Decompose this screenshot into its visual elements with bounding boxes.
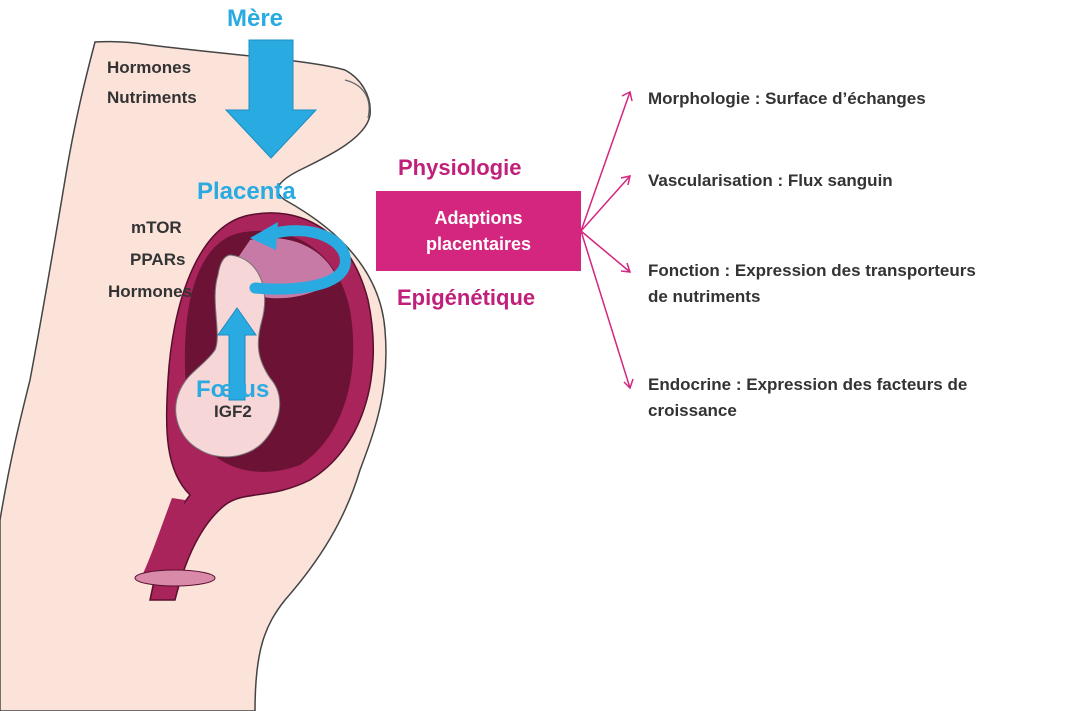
outcome-fonction-line2: de nutriments xyxy=(648,284,976,310)
mother-label: Mère xyxy=(227,5,283,33)
placenta-factor-mtor: mTOR xyxy=(131,217,182,238)
outcome-fonction: Fonction : Expression des transporteurs … xyxy=(648,258,976,310)
box-line-1: Adaptions xyxy=(435,205,523,231)
adaptions-placentaires-box: Adaptions placentaires xyxy=(376,191,581,271)
fetus-factor-igf2: IGF2 xyxy=(214,401,252,422)
mother-factor-hormones: Hormones xyxy=(107,57,191,78)
placenta-factor-hormones: Hormones xyxy=(108,281,192,302)
outcome-endocrine-line2: croissance xyxy=(648,398,967,424)
box-line-2: placentaires xyxy=(426,231,531,257)
outcome-vascularisation-line1: Vascularisation : Flux sanguin xyxy=(648,168,893,194)
outcome-endocrine-line1: Endocrine : Expression des facteurs de xyxy=(648,372,967,398)
outcome-arrows xyxy=(581,92,633,388)
placenta-label: Placenta xyxy=(197,178,296,206)
epigenetique-label: Epigénétique xyxy=(397,285,535,311)
outcome-morphologie-line1: Morphologie : Surface d’échanges xyxy=(648,86,926,112)
outcome-vascularisation: Vascularisation : Flux sanguin xyxy=(648,168,893,194)
vaginal-opening xyxy=(135,570,215,586)
fetus-label: Fœtus xyxy=(196,376,269,404)
mother-factor-nutriments: Nutriments xyxy=(107,87,197,108)
outcome-fonction-line1: Fonction : Expression des transporteurs xyxy=(648,258,976,284)
physiologie-label: Physiologie xyxy=(398,155,521,181)
outcome-endocrine: Endocrine : Expression des facteurs de c… xyxy=(648,372,967,424)
outcome-morphologie: Morphologie : Surface d’échanges xyxy=(648,86,926,112)
placenta-factor-ppars: PPARs xyxy=(130,249,185,270)
